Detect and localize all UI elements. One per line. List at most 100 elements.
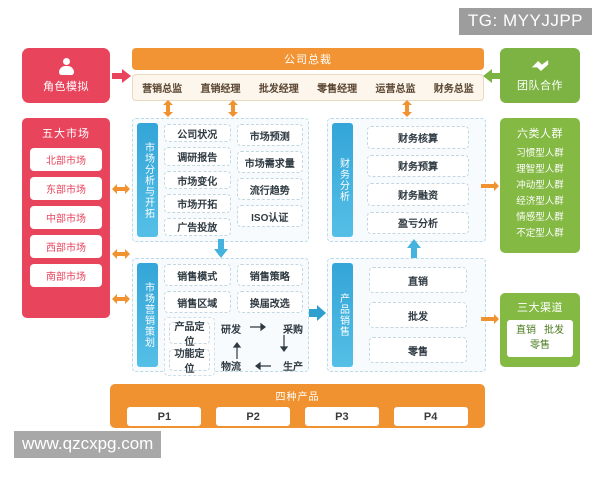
exec-role-3[interactable]: 零售经理 <box>317 84 358 95</box>
product-p3[interactable]: P3 <box>304 407 379 426</box>
cycle-node-rd[interactable]: 研发 <box>221 324 241 336</box>
arrow-markets-analysis-1-icon <box>112 184 130 194</box>
five-markets-title: 五大市场 <box>42 128 90 140</box>
handshake-icon <box>531 59 549 71</box>
executive-block: 公司总裁 营销总监 直销经理 批发经理 零售经理 运营总监 财务总监 <box>132 48 484 101</box>
cell-financial-accounting[interactable]: 财务核算 <box>367 126 469 149</box>
market-item-east[interactable]: 东部市场 <box>30 177 102 200</box>
marketing-plan-body: 销售模式 销售区域 销售策略 换届改选 产品定位 功能定位 <box>158 259 308 376</box>
arrow-sales-to-finance-icon <box>407 239 421 258</box>
arrow-team-to-exec-icon <box>483 69 502 83</box>
crowd-item-rational[interactable]: 理智型人群 <box>516 164 564 175</box>
exec-role-0[interactable]: 营销总监 <box>142 84 183 95</box>
exec-role-4[interactable]: 运营总监 <box>375 84 416 95</box>
telegram-watermark: TG: MYYJJPP <box>458 8 592 35</box>
cell-market-forecast[interactable]: 市场预测 <box>236 124 303 146</box>
finance-analysis-tab: 财务分析 <box>332 123 353 237</box>
marketing-plan-top-row: 销售模式 销售区域 销售策略 换届改选 <box>164 264 303 313</box>
channel-item-retail[interactable]: 零售 <box>530 340 550 351</box>
cell-direct-sales[interactable]: 直销 <box>369 267 467 293</box>
finance-analysis-panel: 财务分析 财务核算 财务预算 财务融资 盈亏分析 <box>327 118 486 242</box>
product-p4[interactable]: P4 <box>393 407 468 426</box>
cell-sales-mode[interactable]: 销售模式 <box>164 264 231 286</box>
crowd-item-emotional[interactable]: 情感型人群 <box>516 212 564 223</box>
cell-iso-cert[interactable]: ISO认证 <box>236 205 303 227</box>
cell-market-expansion[interactable]: 市场开拓 <box>164 194 231 213</box>
exec-role-2[interactable]: 批发经理 <box>258 84 299 95</box>
market-analysis-col-1: 公司状况 调研报告 市场变化 市场开拓 广告投放 <box>164 124 231 237</box>
team-cooperation-label: 团队合作 <box>517 79 563 92</box>
cell-reelection[interactable]: 换届改选 <box>236 291 303 313</box>
cell-sales-strategy[interactable]: 销售策略 <box>236 264 303 286</box>
cycle-arrows-icon <box>232 322 289 370</box>
market-analysis-body: 公司状况 调研报告 市场变化 市场开拓 广告投放 市场预测 市场需求量 流行趋势… <box>158 119 308 241</box>
executive-roles-bar: 营销总监 直销经理 批发经理 零售经理 运营总监 财务总监 <box>132 74 484 101</box>
cell-sales-region[interactable]: 销售区域 <box>164 291 231 313</box>
crowd-item-impulsive[interactable]: 冲动型人群 <box>516 180 564 191</box>
six-crowd-types-title: 六类人群 <box>517 128 563 140</box>
supply-chain-cycle-wrap: 研发 采购 生产 物流 <box>221 317 303 376</box>
three-channels-panel: 三大渠道 直销批发 零售 <box>500 293 580 367</box>
arrow-analysis-to-plan-icon <box>214 239 228 258</box>
market-analysis-tab: 市场分析与开拓 <box>137 123 158 237</box>
arrow-channels-to-sales-icon <box>481 314 499 324</box>
cell-financial-financing[interactable]: 财务融资 <box>367 183 469 206</box>
exec-role-1[interactable]: 直销经理 <box>200 84 241 95</box>
four-products-panel: 四种产品 P1 P2 P3 P4 <box>110 384 485 428</box>
arrow-exec-to-finance-icon <box>402 100 412 117</box>
channel-item-direct[interactable]: 直销 <box>516 325 536 336</box>
cell-retail[interactable]: 零售 <box>369 337 467 363</box>
cell-profit-loss-analysis[interactable]: 盈亏分析 <box>367 211 469 234</box>
market-item-west[interactable]: 西部市场 <box>30 235 102 258</box>
cell-market-change[interactable]: 市场变化 <box>164 170 231 190</box>
role-simulation-card[interactable]: 角色模拟 <box>22 48 110 103</box>
arrow-markets-analysis-2-icon <box>112 249 130 259</box>
cell-trend[interactable]: 流行趋势 <box>236 178 303 200</box>
three-channels-title: 三大渠道 <box>517 302 563 314</box>
market-item-south[interactable]: 南部市场 <box>30 264 102 287</box>
cell-research-report[interactable]: 调研报告 <box>164 147 231 166</box>
cell-market-demand[interactable]: 市场需求量 <box>236 151 303 173</box>
arrow-exec-to-analysis-icon <box>228 100 238 117</box>
four-products-row: P1 P2 P3 P4 <box>110 407 485 426</box>
company-president-title: 公司总裁 <box>132 48 484 70</box>
marketing-plan-bottom-row: 产品定位 功能定位 研发 采购 生产 物流 <box>164 317 303 376</box>
cell-financial-budget[interactable]: 财务预算 <box>367 154 469 177</box>
product-sales-tab: 产品销售 <box>332 263 353 367</box>
product-p1[interactable]: P1 <box>127 407 202 426</box>
finance-analysis-body: 财务核算 财务预算 财务融资 盈亏分析 <box>353 119 485 241</box>
four-products-title: 四种产品 <box>275 392 320 403</box>
cycle-node-logistics[interactable]: 物流 <box>221 361 241 373</box>
market-item-central[interactable]: 中部市场 <box>30 206 102 229</box>
crowd-item-habitual[interactable]: 习惯型人群 <box>516 148 564 159</box>
arrow-exec-to-market-icon <box>163 100 173 117</box>
team-cooperation-card[interactable]: 团队合作 <box>500 48 580 103</box>
cell-wholesale[interactable]: 批发 <box>369 302 467 328</box>
cell-ad-placement[interactable]: 广告投放 <box>164 217 231 237</box>
six-crowd-types-panel: 六类人群 习惯型人群 理智型人群 冲动型人群 经济型人群 情感型人群 不定型人群 <box>500 118 580 253</box>
person-icon <box>58 57 75 75</box>
exec-role-5[interactable]: 财务总监 <box>433 84 474 95</box>
cell-product-positioning[interactable]: 产品定位 <box>169 322 210 348</box>
positioning-group: 产品定位 功能定位 <box>164 317 215 376</box>
marketing-plan-top-col-1: 销售模式 销售区域 <box>164 264 231 313</box>
channel-item-wholesale[interactable]: 批发 <box>544 325 564 336</box>
marketing-plan-top-col-2: 销售策略 换届改选 <box>236 264 303 313</box>
five-markets-panel: 五大市场 北部市场 东部市场 中部市场 西部市场 南部市场 <box>22 118 110 318</box>
crowd-item-economical[interactable]: 经济型人群 <box>516 196 564 207</box>
cell-company-status[interactable]: 公司状况 <box>164 124 231 143</box>
arrow-markets-analysis-3-icon <box>112 294 130 304</box>
cell-function-positioning[interactable]: 功能定位 <box>169 349 210 375</box>
crowd-item-undecided[interactable]: 不定型人群 <box>516 228 564 239</box>
cycle-node-production[interactable]: 生产 <box>283 361 303 373</box>
market-item-north[interactable]: 北部市场 <box>30 148 102 171</box>
market-analysis-col-2: 市场预测 市场需求量 流行趋势 ISO认证 <box>236 124 303 236</box>
supply-chain-cycle: 研发 采购 生产 物流 <box>221 321 303 373</box>
cycle-node-purchase[interactable]: 采购 <box>283 324 303 336</box>
site-watermark: www.qzcxpg.com <box>14 431 162 458</box>
three-channels-box: 直销批发 零售 <box>507 320 573 357</box>
product-p2[interactable]: P2 <box>216 407 291 426</box>
marketing-plan-panel: 市场营销策划 销售模式 销售区域 销售策略 换届改选 产品定位 功能定位 <box>132 258 309 376</box>
arrow-role-to-exec-icon <box>112 69 131 83</box>
